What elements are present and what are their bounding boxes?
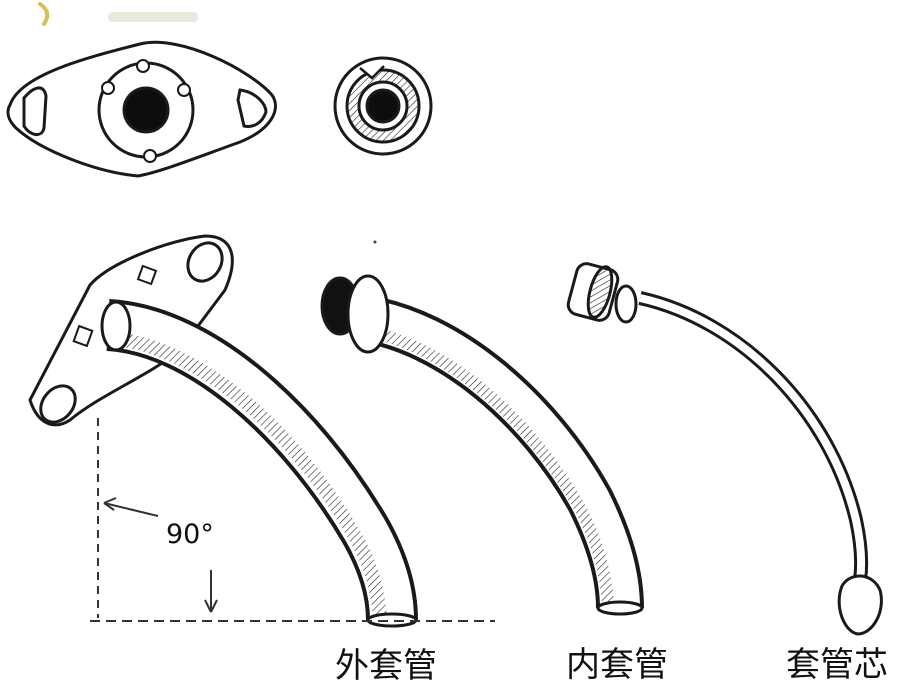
inner-tube-illustration xyxy=(320,274,644,616)
flange-front-view xyxy=(6,40,277,178)
angle-guides xyxy=(90,418,495,622)
inner-cannula-end-view xyxy=(333,56,433,156)
speck xyxy=(373,240,377,244)
inner-tube-label: 内套管 xyxy=(566,645,668,685)
angle-label: 90° xyxy=(166,519,214,550)
outer-tube-label: 外套管 xyxy=(335,646,437,686)
obturator-illustration xyxy=(566,262,883,636)
outer-tube-illustration xyxy=(28,234,418,628)
corner-smudge xyxy=(108,12,198,22)
obturator-label: 套管芯 xyxy=(786,645,888,685)
corner-mark xyxy=(38,2,50,26)
